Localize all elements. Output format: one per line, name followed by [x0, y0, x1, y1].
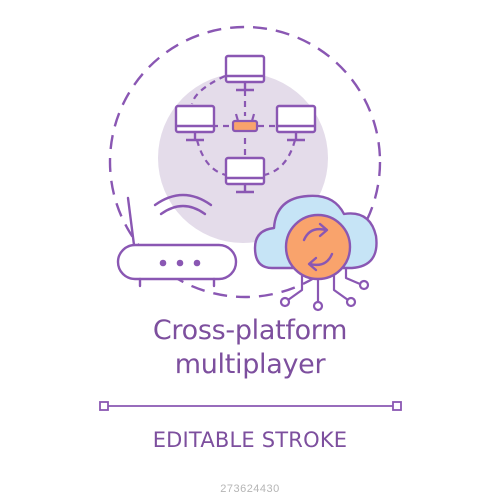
circuit-icon: [279, 266, 370, 312]
computer-icon: [174, 104, 216, 142]
title-line-1: Cross-platform: [152, 315, 348, 346]
dashed-orbit: [108, 25, 382, 299]
computer-icon: [224, 156, 266, 194]
network-hub-icon: [231, 113, 259, 133]
network-links: [190, 75, 297, 177]
sync-icon: [284, 213, 352, 281]
title-line-2: multiplayer: [174, 349, 326, 380]
wifi-icon: [153, 193, 213, 216]
router-icon: [116, 196, 238, 288]
computer-icon: [275, 104, 317, 142]
computer-icon: [224, 54, 266, 92]
stock-watermark-id: 273624430: [220, 483, 280, 495]
editable-stroke-label: EDITABLE STROKE: [152, 428, 348, 452]
stroke-divider: [99, 401, 402, 411]
